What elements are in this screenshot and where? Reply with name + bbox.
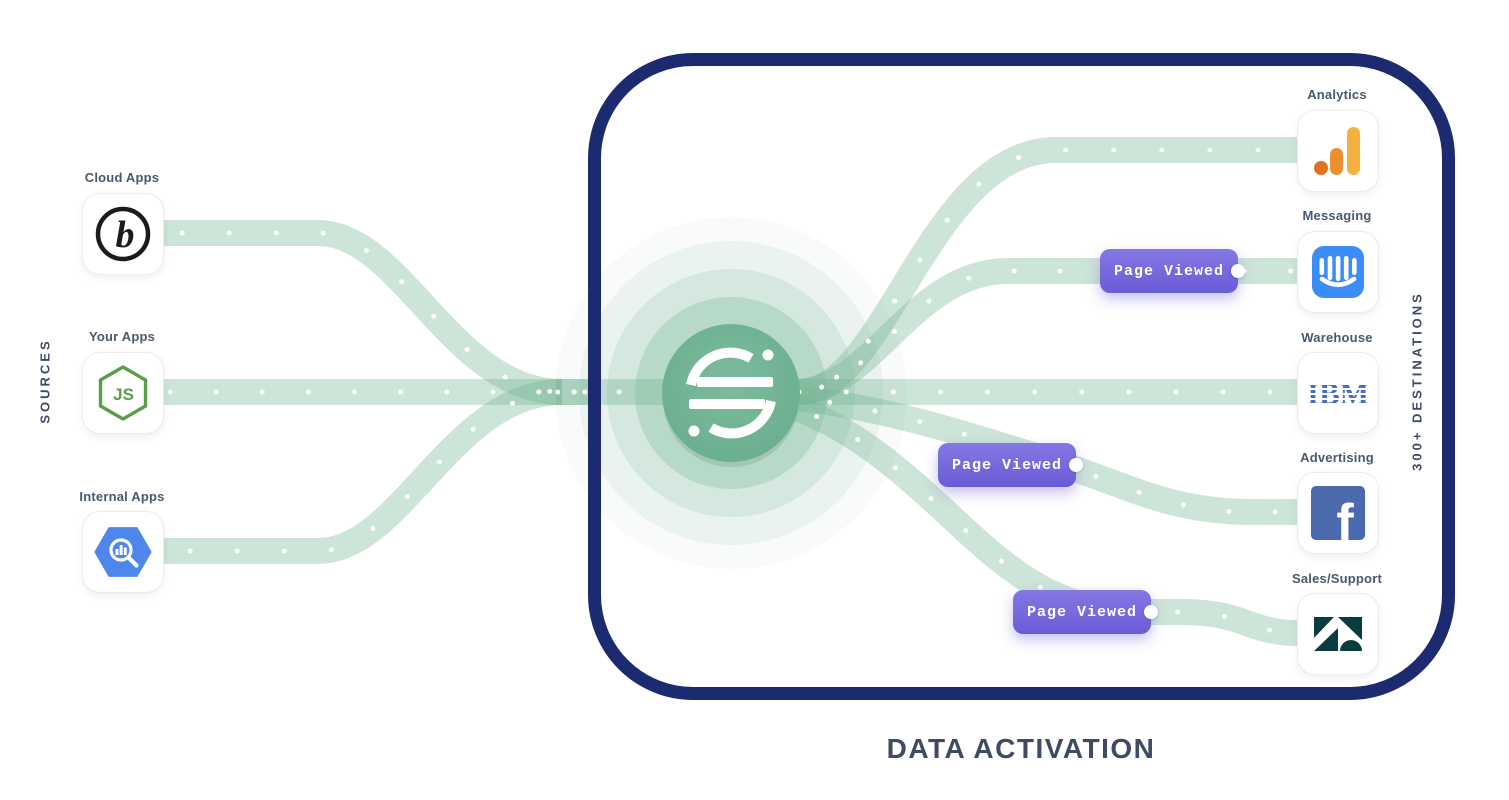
flow-dots: [157, 147, 1301, 636]
destination-label-advertising: Advertising: [1300, 450, 1374, 465]
path-sales-support: [717, 379, 1299, 646]
badge-connector-dot: [1231, 264, 1245, 278]
ibm-wordmark: IBM: [1307, 375, 1369, 411]
badge-connector-dot: [1144, 605, 1158, 619]
destination-card-advertising[interactable]: f: [1297, 472, 1379, 554]
google-analytics-icon: [1314, 127, 1360, 175]
source-label-internal-apps: Internal Apps: [79, 489, 165, 504]
path-internal-apps: [160, 379, 563, 564]
segment-logo-icon: [686, 347, 776, 439]
destination-label-analytics: Analytics: [1307, 87, 1367, 102]
source-card-your-apps[interactable]: JS: [82, 352, 164, 434]
flow-paths: [160, 137, 1299, 646]
destination-card-messaging[interactable]: [1297, 231, 1379, 313]
event-badge-label: Page Viewed: [1113, 262, 1225, 280]
sources-rail-label: SOURCES: [37, 338, 53, 424]
destination-card-sales-support[interactable]: [1297, 593, 1379, 675]
destinations-rail-label: 300+ DESTINATIONS: [1409, 291, 1425, 471]
nodejs-glyph: JS: [113, 385, 134, 404]
ibm-icon: IBM: [1304, 375, 1372, 411]
destination-label-messaging: Messaging: [1302, 208, 1372, 223]
event-badge-page-viewed-3[interactable]: Page Viewed: [1013, 590, 1158, 634]
facebook-icon: f: [1311, 486, 1365, 541]
event-badge-page-viewed-2[interactable]: Page Viewed: [938, 443, 1083, 487]
path-cloud-apps: [160, 220, 563, 405]
destination-label-warehouse: Warehouse: [1301, 330, 1373, 345]
intercom-icon: [1312, 246, 1364, 298]
badge-connector-dot: [1069, 458, 1083, 472]
destination-label-sales-support: Sales/Support: [1291, 571, 1382, 586]
event-badge-label: Page Viewed: [1026, 603, 1138, 621]
source-card-internal-apps[interactable]: [82, 511, 164, 593]
source-label-cloud-apps: Cloud Apps: [84, 170, 160, 185]
source-label-your-apps: Your Apps: [88, 329, 156, 344]
event-badge-label: Page Viewed: [951, 456, 1063, 474]
facebook-glyph: f: [1336, 494, 1354, 541]
event-badge-page-viewed-1[interactable]: Page Viewed: [1100, 249, 1245, 293]
zendesk-icon: [1314, 617, 1362, 651]
destination-card-analytics[interactable]: [1297, 110, 1379, 192]
segment-hub: [662, 324, 800, 467]
destination-card-warehouse[interactable]: IBM: [1297, 352, 1379, 434]
nodejs-icon: JS: [98, 365, 148, 421]
braze-glyph: b: [116, 214, 135, 256]
braze-icon: b: [95, 206, 151, 262]
page-title: DATA ACTIVATION: [886, 733, 1156, 764]
bigquery-icon: [94, 527, 152, 577]
source-card-cloud-apps[interactable]: b: [82, 193, 164, 275]
